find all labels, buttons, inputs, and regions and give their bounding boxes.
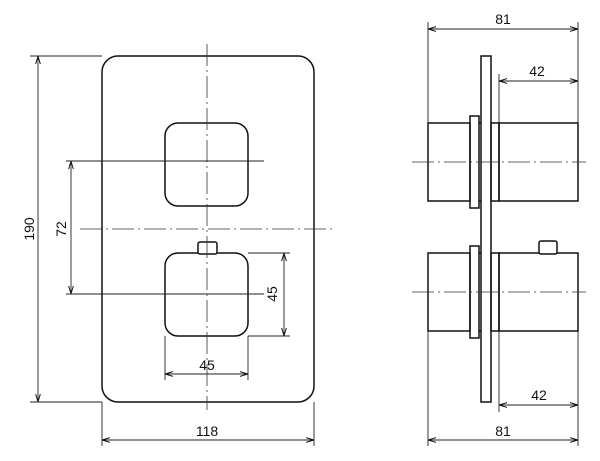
label-overall-width: 118 xyxy=(196,423,219,439)
label-overall-height: 190 xyxy=(21,217,37,241)
label-handle-depth-bottom: 42 xyxy=(531,387,547,403)
lower-handle xyxy=(164,252,249,337)
label-total-depth-bottom: 81 xyxy=(495,423,511,439)
label-handle-spacing: 72 xyxy=(53,221,69,237)
front-view: 190 72 45 45 118 xyxy=(21,44,336,446)
dimension-overall-height: 190 xyxy=(21,55,102,403)
safety-button xyxy=(197,241,218,255)
dimension-total-depth-bottom: 81 xyxy=(427,331,577,446)
label-handle-height: 45 xyxy=(264,286,280,302)
side-view: 81 42 42 81 xyxy=(412,11,586,446)
dimension-handle-depth-bottom: 42 xyxy=(498,331,579,446)
label-handle-width: 45 xyxy=(199,357,215,373)
side-plate xyxy=(480,55,492,403)
dimension-handle-spacing: 72 xyxy=(53,162,71,293)
upper-handle xyxy=(164,122,249,207)
dimension-overall-width: 118 xyxy=(101,402,315,446)
dimension-handle-width: 45 xyxy=(164,336,249,380)
side-safety-button xyxy=(538,240,558,255)
dimension-total-depth-top: 81 xyxy=(427,11,579,123)
dimension-handle-height: 45 xyxy=(248,252,290,337)
lower-side-assembly xyxy=(427,240,579,339)
dimension-handle-depth-top: 42 xyxy=(498,63,577,123)
label-handle-depth-top: 42 xyxy=(529,63,545,79)
label-total-depth-top: 81 xyxy=(495,11,511,27)
